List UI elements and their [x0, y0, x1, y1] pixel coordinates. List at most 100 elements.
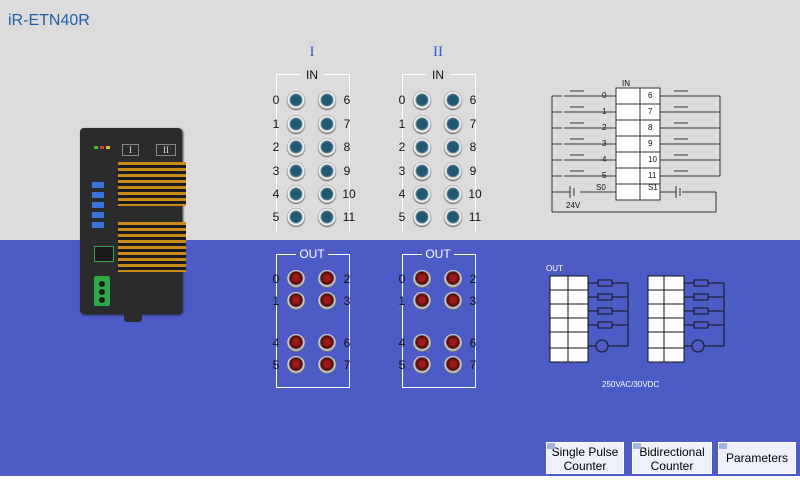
input-button-2-0[interactable] [413, 91, 431, 109]
in-1-label-4: 4 [272, 187, 280, 201]
out-2-label-2: 2 [469, 272, 477, 286]
out-diagram-label: C0 [570, 352, 581, 361]
in-diagram-label: 11 [648, 171, 657, 180]
out-1-label-2: 2 [343, 272, 351, 286]
input-button-2-2[interactable] [413, 138, 431, 156]
dip-switch [92, 202, 104, 208]
button-corner-marker [633, 443, 641, 449]
output-led-1-7 [318, 356, 336, 374]
out-diagram-label: 3 [570, 321, 575, 330]
status-led-red [100, 146, 104, 149]
ethernet-port [94, 246, 114, 262]
in-diagram-label: 0 [602, 91, 607, 100]
group-2-roman-heading: II [433, 44, 443, 60]
input-button-2-6[interactable] [444, 91, 462, 109]
input-button-1-8[interactable] [318, 138, 336, 156]
input-button-1-6[interactable] [318, 91, 336, 109]
out-diagram-rating: 250VAC/30VDC [602, 380, 659, 389]
input-button-2-10[interactable] [444, 185, 462, 203]
bidirectional-counter-label-2: Counter [650, 459, 694, 473]
out-1-label-0: 0 [272, 272, 280, 286]
group-1-in-title: IN [300, 68, 324, 82]
button-corner-marker [719, 443, 727, 449]
in-diagram-label: 1 [602, 107, 607, 116]
output-led-1-1 [287, 292, 305, 310]
in-1-label-6: 6 [343, 93, 351, 107]
out-diagram-label: C1 [666, 337, 677, 346]
in-diagram-label: 10 [648, 155, 657, 164]
dip-switch [92, 182, 104, 188]
in-diagram-label: 9 [648, 139, 653, 148]
out-1-label-4: 4 [272, 336, 280, 350]
status-led-green [94, 146, 98, 149]
input-button-2-7[interactable] [444, 115, 462, 133]
in-2-label-8: 8 [469, 140, 477, 154]
output-led-2-6 [444, 334, 462, 352]
input-button-1-7[interactable] [318, 115, 336, 133]
single-pulse-counter-label-1: Single Pulse [551, 445, 619, 459]
out-1-label-5: 5 [272, 358, 280, 372]
out-diagram-label: 5 [666, 293, 671, 302]
out-1-label-7: 7 [343, 358, 351, 372]
bidirectional-counter-button[interactable]: Bidirectional Counter [632, 442, 712, 474]
input-button-2-9[interactable] [444, 162, 462, 180]
output-led-2-0 [413, 270, 431, 288]
in-2-label-1: 1 [398, 117, 406, 131]
output-led-2-3 [444, 292, 462, 310]
output-led-1-3 [318, 292, 336, 310]
input-button-1-5[interactable] [287, 208, 305, 226]
in-1-label-3: 3 [272, 164, 280, 178]
group-2-out-title: OUT [422, 247, 454, 261]
in-1-label-0: 0 [272, 93, 280, 107]
out-2-label-5: 5 [398, 358, 406, 372]
device-foot [124, 314, 142, 322]
out-diagram-label: 6 [666, 307, 671, 316]
in-diagram-voltage: 24V [566, 201, 581, 210]
out-2-label-4: 4 [398, 336, 406, 350]
out-diagram-label: 2 [570, 307, 575, 316]
output-led-2-2 [444, 270, 462, 288]
group-2-in-title: IN [426, 68, 450, 82]
input-button-1-4[interactable] [287, 185, 305, 203]
out-1-label-1: 1 [272, 294, 280, 308]
input-button-1-10[interactable] [318, 185, 336, 203]
input-button-1-9[interactable] [318, 162, 336, 180]
input-button-1-11[interactable] [318, 208, 336, 226]
single-pulse-counter-button[interactable]: Single Pulse Counter [546, 442, 624, 474]
in-diagram-label: 8 [648, 123, 653, 132]
input-button-2-3[interactable] [413, 162, 431, 180]
device-image: I II [80, 128, 186, 322]
out-diagram-label: 7 [666, 321, 671, 330]
input-button-1-0[interactable] [287, 91, 305, 109]
input-button-1-3[interactable] [287, 162, 305, 180]
input-button-1-2[interactable] [287, 138, 305, 156]
in-diagram-label: 4 [602, 155, 607, 164]
bottom-border [0, 476, 800, 480]
in-1-label-10: 10 [342, 187, 356, 201]
in-diagram-label: 5 [602, 171, 607, 180]
input-button-2-8[interactable] [444, 138, 462, 156]
dip-switch [92, 192, 104, 198]
bidirectional-counter-label-1: Bidirectional [639, 445, 705, 459]
output-led-2-4 [413, 334, 431, 352]
out-2-label-6: 6 [469, 336, 477, 350]
output-led-1-5 [287, 356, 305, 374]
in-2-label-3: 3 [398, 164, 406, 178]
input-button-2-11[interactable] [444, 208, 462, 226]
input-button-1-1[interactable] [287, 115, 305, 133]
out-diagram-label: 1 [570, 293, 575, 302]
input-button-2-4[interactable] [413, 185, 431, 203]
in-2-label-5: 5 [398, 210, 406, 224]
output-led-1-4 [287, 334, 305, 352]
out-1-label-3: 3 [343, 294, 351, 308]
in-1-label-11: 11 [342, 210, 356, 224]
output-led-2-5 [413, 356, 431, 374]
in-2-label-2: 2 [398, 140, 406, 154]
input-button-2-5[interactable] [413, 208, 431, 226]
input-button-2-1[interactable] [413, 115, 431, 133]
in-2-label-11: 11 [468, 210, 482, 224]
parameters-button[interactable]: Parameters [718, 442, 796, 474]
device-group-label-2: II [156, 144, 176, 156]
in-1-label-5: 5 [272, 210, 280, 224]
out-2-label-7: 7 [469, 358, 477, 372]
